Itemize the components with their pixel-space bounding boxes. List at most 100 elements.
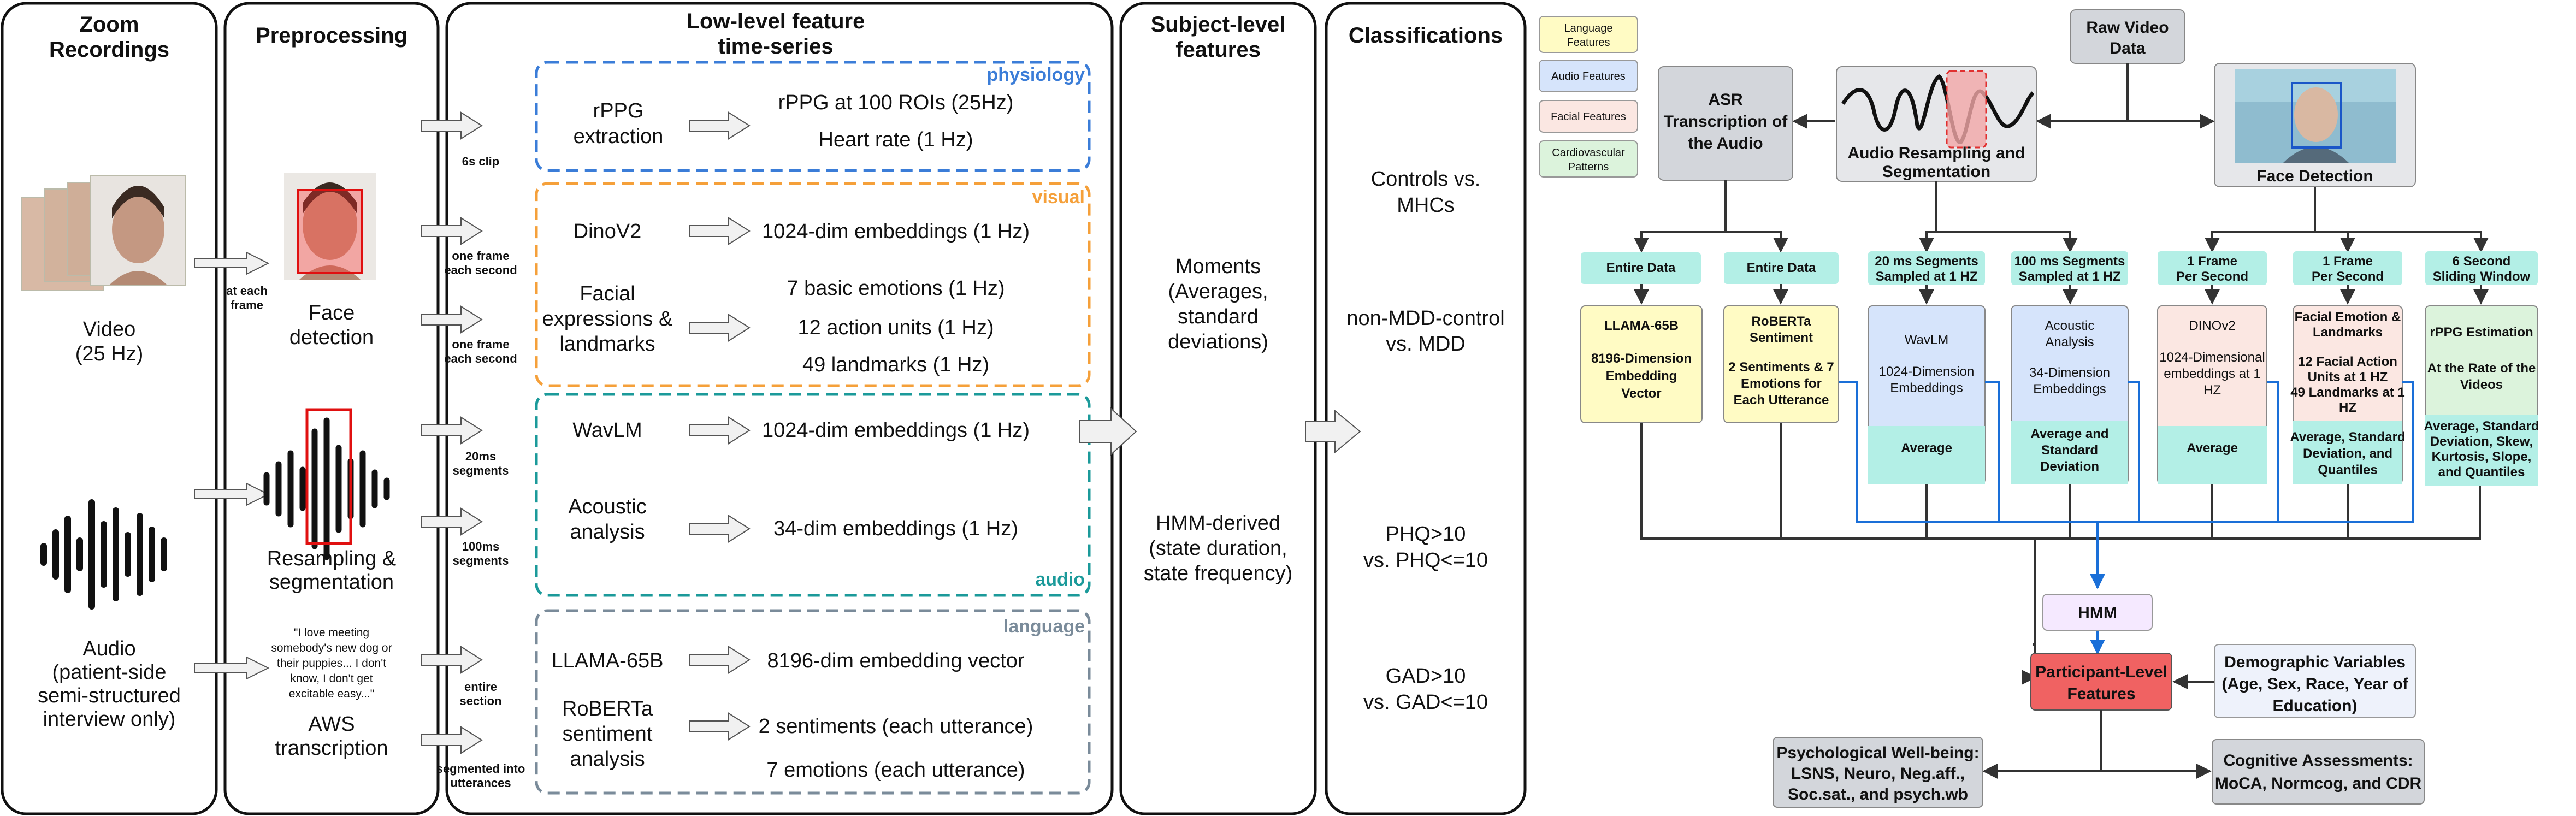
aws-label-1: AWS bbox=[308, 713, 355, 736]
model-wavlm-3: 1024-Dimension bbox=[1879, 364, 1975, 379]
arrow-fe-out bbox=[689, 314, 750, 341]
model-acoustic-5: Embeddings bbox=[2033, 382, 2106, 397]
model-facial-5: Units at 1 HZ bbox=[2308, 370, 2388, 385]
roberta-method-2: sentiment bbox=[563, 723, 653, 746]
oneframe-label-1: one frame bbox=[452, 249, 509, 263]
at-each-frame-1: at each bbox=[226, 284, 268, 298]
agg-rppg-a: Average, Standard bbox=[2424, 419, 2539, 434]
participant-2: Features bbox=[2067, 685, 2135, 703]
demographic-1: Demographic Variables bbox=[2224, 653, 2406, 671]
raw-video-2: Data bbox=[2110, 39, 2145, 57]
arrow-dino-out bbox=[689, 217, 750, 245]
quote-line-1: "I love meeting bbox=[294, 626, 369, 639]
model-wavlm-4: Embeddings bbox=[1890, 381, 1963, 395]
lowlevel-title-2: time-series bbox=[718, 34, 833, 58]
arrow-llama bbox=[421, 646, 482, 673]
legend: Language Features Audio Features Facial … bbox=[1539, 16, 1638, 178]
psych-1: Psychological Well-being: bbox=[1776, 744, 1979, 762]
arrow-llama-out bbox=[689, 646, 750, 673]
zoom-title-2: Recordings bbox=[49, 38, 169, 62]
llama-method: LLAMA-65B bbox=[552, 649, 664, 672]
demographic-3: Education) bbox=[2273, 697, 2358, 715]
video-label: Video bbox=[83, 318, 136, 341]
asr-2: Transcription of bbox=[1664, 113, 1788, 131]
fe-method-3: landmarks bbox=[559, 333, 655, 356]
arrow-dino bbox=[421, 217, 482, 245]
face-label-2: detection bbox=[289, 326, 374, 349]
agg-dino-a: Average bbox=[2187, 441, 2238, 456]
tag-3-a: 100 ms Segments bbox=[2014, 254, 2125, 269]
hmm-blue-lines bbox=[1839, 381, 2414, 655]
arrow-rppg-out bbox=[689, 112, 750, 139]
model-dino-4: embeddings at 1 bbox=[2164, 366, 2260, 381]
language-group bbox=[535, 609, 1091, 795]
legend-language-2: Features bbox=[1567, 37, 1610, 49]
model-acoustic-2: Analysis bbox=[2045, 335, 2094, 350]
subject-title-2: features bbox=[1175, 38, 1261, 62]
col-class-frame bbox=[1325, 2, 1527, 815]
fe-method-1: Facial bbox=[580, 282, 635, 305]
arrow-video-to-face bbox=[194, 252, 269, 275]
fe-out-1: 7 basic emotions (1 Hz) bbox=[787, 277, 1005, 300]
psych-wellbeing-box bbox=[1773, 737, 1983, 808]
model-roberta-1: RoBERTa bbox=[1752, 314, 1812, 329]
quote-line-5: excitable easy..." bbox=[289, 688, 374, 700]
video-rate: (25 Hz) bbox=[75, 342, 144, 365]
dino-method: DinoV2 bbox=[574, 220, 642, 243]
aggregation-boxes: Average Average and Standard Deviation A… bbox=[1868, 415, 2539, 486]
output-connectors bbox=[1982, 710, 2212, 779]
agg-acoustic-b: Standard bbox=[2041, 443, 2098, 458]
clip-label: 6s clip bbox=[462, 155, 499, 168]
model-facial-4: 12 Facial Action bbox=[2298, 354, 2397, 369]
col-lowlevel-frame bbox=[445, 2, 1114, 815]
fe-method-2: expressions & bbox=[542, 308, 673, 330]
hmm-derived-1: HMM-derived bbox=[1156, 512, 1280, 535]
arrow-roberta-out bbox=[689, 713, 750, 740]
arrow-wavlm bbox=[421, 417, 482, 444]
class-2a: non-MDD-control bbox=[1346, 307, 1504, 330]
entire-label-1: entire bbox=[464, 680, 497, 694]
hmm-box bbox=[2042, 594, 2153, 631]
hmm-derived-2: (state duration, bbox=[1149, 537, 1287, 560]
model-roberta-5: Emotions for bbox=[1741, 376, 1822, 391]
model-facial-2: Landmarks bbox=[2313, 325, 2383, 340]
oneframe2-label-1: one frame bbox=[452, 338, 509, 351]
cognitive-box bbox=[2212, 739, 2425, 805]
tag-6-a: 6 Second bbox=[2453, 254, 2511, 269]
resampling-waveform-icon bbox=[263, 417, 390, 560]
asr-1: ASR bbox=[1708, 91, 1743, 109]
model-llama-5: Vector bbox=[1621, 386, 1661, 401]
model-facial-7: HZ bbox=[2339, 400, 2356, 415]
model-dino-1: DINOv2 bbox=[2189, 318, 2235, 333]
moments-3: standard bbox=[1178, 305, 1259, 328]
arrow-acoustic-out bbox=[689, 515, 750, 542]
entire-label-2: section bbox=[459, 694, 501, 708]
roberta-out-1: 2 sentiments (each utterance) bbox=[759, 715, 1033, 738]
aws-label-2: transcription bbox=[275, 737, 388, 760]
model-wavlm-1: WavLM bbox=[1905, 333, 1948, 347]
moments-2: (Averages, bbox=[1168, 280, 1268, 303]
class-4a: GAD>10 bbox=[1386, 665, 1466, 688]
tag-0-a: Entire Data bbox=[1606, 261, 1676, 275]
model-llama-4: Embedding bbox=[1606, 369, 1677, 383]
resamp-label-1: Resampling & bbox=[267, 547, 397, 570]
tag-4-b: Per Second bbox=[2176, 269, 2248, 284]
class-title: Classifications bbox=[1349, 23, 1503, 48]
col-preprocessing-frame bbox=[223, 2, 440, 815]
rppg-method-2: extraction bbox=[574, 125, 664, 148]
model-facial-1: Facial Emotion & bbox=[2295, 310, 2401, 324]
tag-5-a: 1 Frame bbox=[2323, 254, 2373, 269]
tree-connectors bbox=[1634, 180, 2489, 305]
agg-rppg-d: and Quantiles bbox=[2438, 465, 2525, 480]
seg20-label-1: 20ms bbox=[465, 450, 496, 463]
quote-line-3: their puppies... I don't bbox=[277, 657, 386, 670]
arrow-audio-to-resamp bbox=[194, 483, 269, 506]
face-detection-label: Face Detection bbox=[2256, 167, 2373, 185]
tag-3-b: Sampled at 1 HZ bbox=[2019, 269, 2121, 284]
audio-desc-3: interview only) bbox=[43, 708, 176, 731]
agg-wavlm-a: Average bbox=[1901, 441, 1952, 456]
asr-3: the Audio bbox=[1688, 134, 1763, 152]
col-subject-frame bbox=[1119, 2, 1317, 815]
model-rppg-1: rPPG Estimation bbox=[2430, 325, 2533, 340]
tag-6-b: Sliding Window bbox=[2433, 269, 2531, 284]
